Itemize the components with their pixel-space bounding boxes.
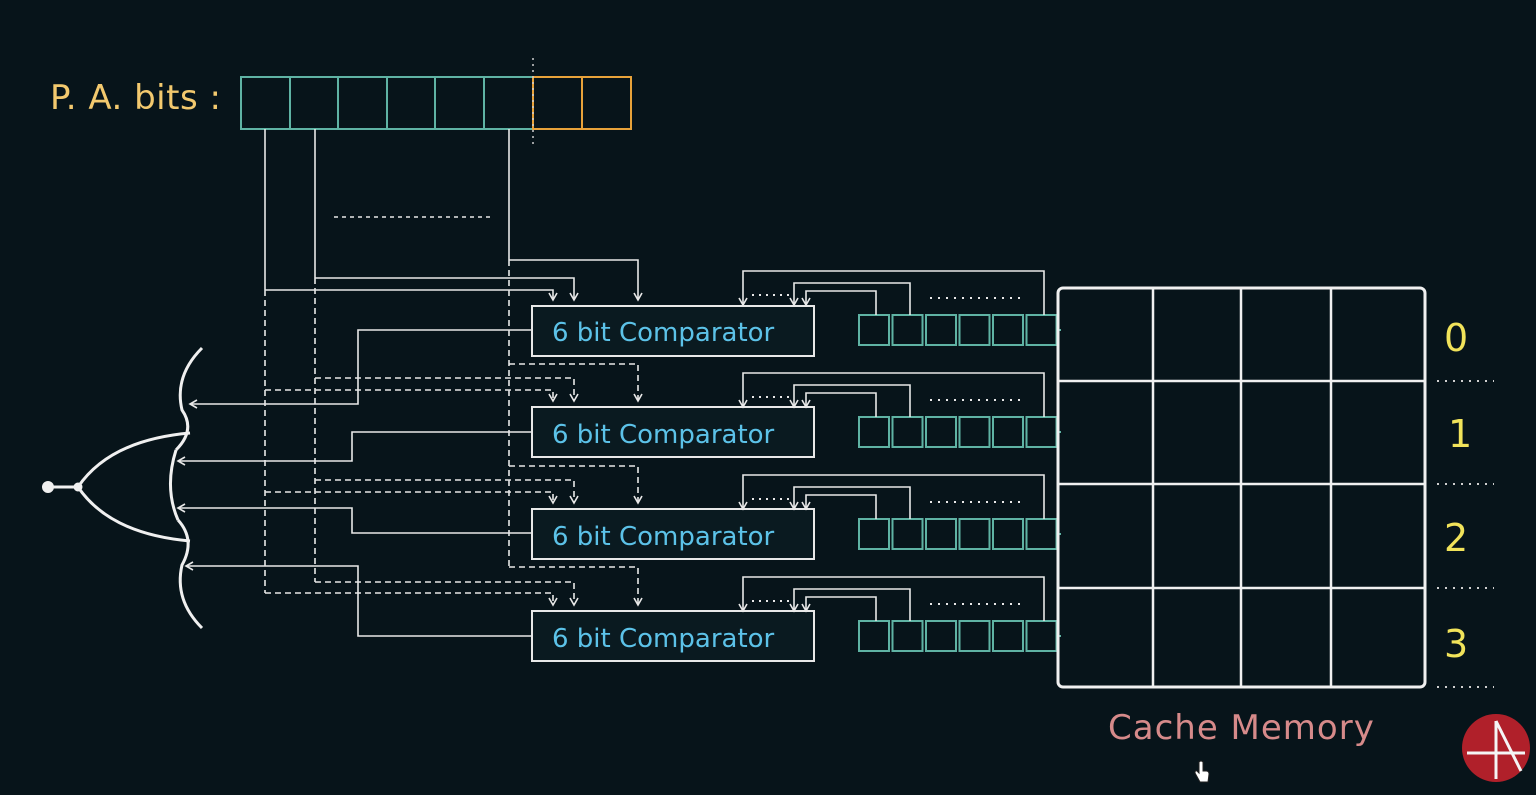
tag-register-row-1 bbox=[738, 372, 1061, 448]
hand-cursor-icon bbox=[1194, 760, 1210, 783]
logo-icon bbox=[1462, 714, 1530, 782]
tag-bit-cell bbox=[891, 518, 924, 550]
comparator-0: 6 bit Comparator bbox=[531, 305, 815, 357]
cache-row-label-2: 2 bbox=[1444, 516, 1469, 560]
pa-bits-label: P. A. bits : bbox=[50, 78, 222, 118]
cache-row-label-3: 3 bbox=[1444, 622, 1469, 666]
comparator-3: 6 bit Comparator bbox=[531, 610, 815, 662]
tag-bit-cell bbox=[958, 620, 991, 652]
tag-bit-cell bbox=[891, 416, 924, 448]
comparator-label: 6 bit Comparator bbox=[552, 522, 775, 552]
tag-bit-cell bbox=[1025, 620, 1058, 652]
tag-bit-cell bbox=[858, 518, 890, 550]
tag-bit-cell bbox=[992, 518, 1024, 550]
tag-bit-cell bbox=[858, 416, 890, 448]
or-gate-symbol bbox=[42, 346, 204, 630]
comparator-2: 6 bit Comparator bbox=[531, 508, 815, 560]
tag-bit-cell bbox=[958, 518, 991, 550]
tag-bit-cell bbox=[891, 314, 924, 346]
tag-bit-cell bbox=[992, 314, 1024, 346]
tag-register-row-3 bbox=[738, 576, 1061, 652]
dashed-bit-wires bbox=[264, 260, 643, 607]
tag-bit-cell bbox=[858, 620, 890, 652]
tag-register-row-2 bbox=[738, 474, 1061, 550]
cache-row-label-1: 1 bbox=[1448, 412, 1473, 456]
tag-bit-cell bbox=[958, 314, 991, 346]
tag-bit-cell bbox=[1025, 314, 1058, 346]
bit-wires bbox=[264, 129, 643, 302]
tag-bit-cell bbox=[925, 620, 957, 652]
cache-memory-grid bbox=[1056, 286, 1494, 689]
tag-bit-cell bbox=[925, 416, 957, 448]
tag-bit-cell bbox=[858, 314, 890, 346]
tag-registers bbox=[738, 270, 1061, 652]
comparator-outputs bbox=[176, 329, 532, 637]
tag-bit-cell bbox=[992, 620, 1024, 652]
tag-bit-cell bbox=[891, 620, 924, 652]
tag-bit-cell bbox=[925, 314, 957, 346]
pa-bit-register bbox=[240, 58, 632, 146]
cache-row-label-0: 0 bbox=[1444, 316, 1469, 360]
tag-bit-cell bbox=[925, 518, 957, 550]
tag-bit-cell bbox=[958, 416, 991, 448]
tag-bit-cell bbox=[1025, 416, 1058, 448]
tag-bit-cell bbox=[1025, 518, 1058, 550]
comparator-label: 6 bit Comparator bbox=[552, 420, 775, 450]
tag-bit-cell bbox=[992, 416, 1024, 448]
cache-memory-label: Cache Memory bbox=[1108, 708, 1375, 748]
comparator-label: 6 bit Comparator bbox=[552, 318, 775, 348]
comparator-label: 6 bit Comparator bbox=[552, 624, 775, 654]
comparator-1: 6 bit Comparator bbox=[531, 406, 815, 458]
